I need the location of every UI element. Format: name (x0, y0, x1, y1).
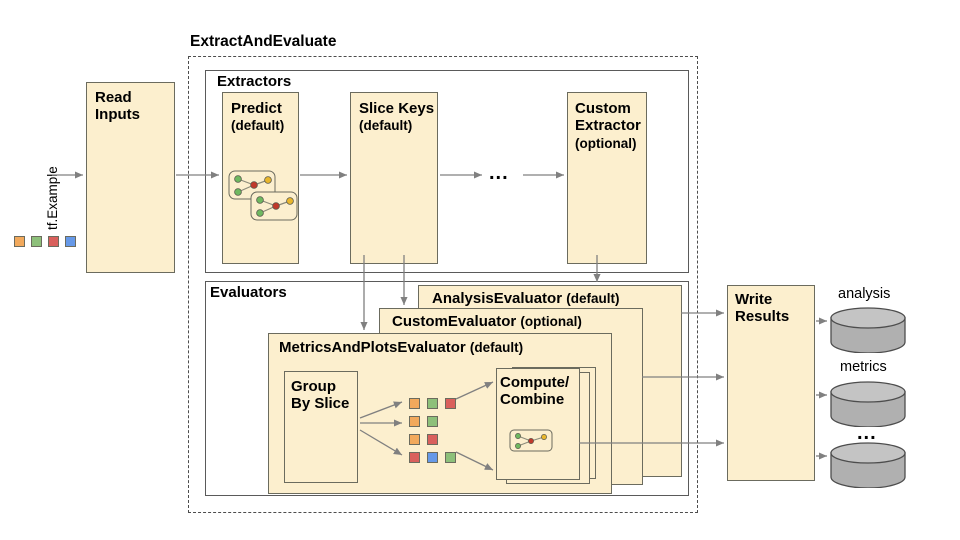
node-custom-evaluator-label: CustomEvaluator (optional) (392, 313, 582, 330)
node-slice-keys[interactable] (350, 92, 438, 264)
slice-swatch (427, 452, 438, 463)
output-cylinder-other (830, 442, 906, 488)
node-slice-keys-qualifier: (default) (359, 118, 413, 134)
node-predict-name: Predict (231, 100, 282, 117)
slice-swatch (427, 434, 438, 445)
node-custom-evaluator-qualifier: (optional) (520, 314, 582, 329)
extract-and-evaluate-group (188, 56, 698, 513)
outer-group-label: ExtractAndEvaluate (190, 33, 337, 50)
slice-swatch (409, 416, 420, 427)
node-custom-extractor-name: Custom Extractor (575, 100, 641, 135)
node-read-inputs-label: Read Inputs (95, 89, 140, 124)
input-swatch-orange (14, 236, 25, 247)
node-predict-label: Predict (default) (231, 100, 299, 135)
output-label-analysis: analysis (838, 286, 891, 302)
node-metrics-and-plots-evaluator-name: MetricsAndPlotsEvaluator (279, 339, 466, 356)
slice-swatch (409, 398, 420, 409)
node-custom-extractor-qualifier: (optional) (575, 135, 637, 151)
node-group-by-slice-label: Group By Slice (291, 378, 350, 413)
node-custom-evaluator-name: CustomEvaluator (392, 313, 517, 330)
slice-swatch (445, 398, 456, 409)
output-cylinder-analysis (830, 307, 906, 353)
slice-swatch (427, 416, 438, 427)
node-custom-extractor-label: Custom Extractor (optional) (575, 100, 647, 152)
extractor-ellipsis: ... (489, 162, 509, 184)
node-slice-keys-label: Slice Keys (default) (359, 100, 435, 135)
node-slice-keys-name: Slice Keys (359, 100, 435, 117)
node-group-by-slice[interactable] (284, 371, 358, 483)
input-label-tf-example: tf.Example (45, 166, 60, 230)
node-custom-extractor[interactable] (567, 92, 647, 264)
node-analysis-evaluator-qualifier: (default) (566, 291, 620, 306)
input-swatch-blue (65, 236, 76, 247)
node-metrics-and-plots-evaluator-label: MetricsAndPlotsEvaluator (default) (279, 339, 523, 356)
node-analysis-evaluator-label: AnalysisEvaluator (default) (432, 290, 619, 307)
node-metrics-and-plots-evaluator-qualifier: (default) (469, 340, 524, 355)
slice-swatch (427, 398, 438, 409)
evaluators-section (205, 281, 689, 496)
output-label-ellipsis: ... (857, 422, 877, 444)
node-write-results[interactable] (727, 285, 815, 481)
compute-combine-graph-icon (509, 429, 553, 452)
node-predict-qualifier: (default) (231, 118, 285, 134)
predict-graph-icon (228, 170, 298, 221)
node-read-inputs[interactable] (86, 82, 175, 273)
slice-swatch (445, 452, 456, 463)
node-write-results-label: Write Results (735, 291, 790, 326)
evaluators-section-label: Evaluators (210, 284, 287, 301)
extractors-section (205, 70, 689, 273)
input-swatch-green (31, 236, 42, 247)
output-label-metrics: metrics (840, 359, 887, 375)
node-analysis-evaluator-name: AnalysisEvaluator (432, 290, 563, 307)
input-swatch-red (48, 236, 59, 247)
output-cylinder-metrics (830, 381, 906, 427)
slice-swatch (409, 434, 420, 445)
node-compute-combine-label: Compute/ Combine (500, 374, 570, 409)
node-compute-combine[interactable] (496, 368, 580, 480)
extractors-section-label: Extractors (217, 73, 292, 90)
slice-swatch (409, 452, 420, 463)
